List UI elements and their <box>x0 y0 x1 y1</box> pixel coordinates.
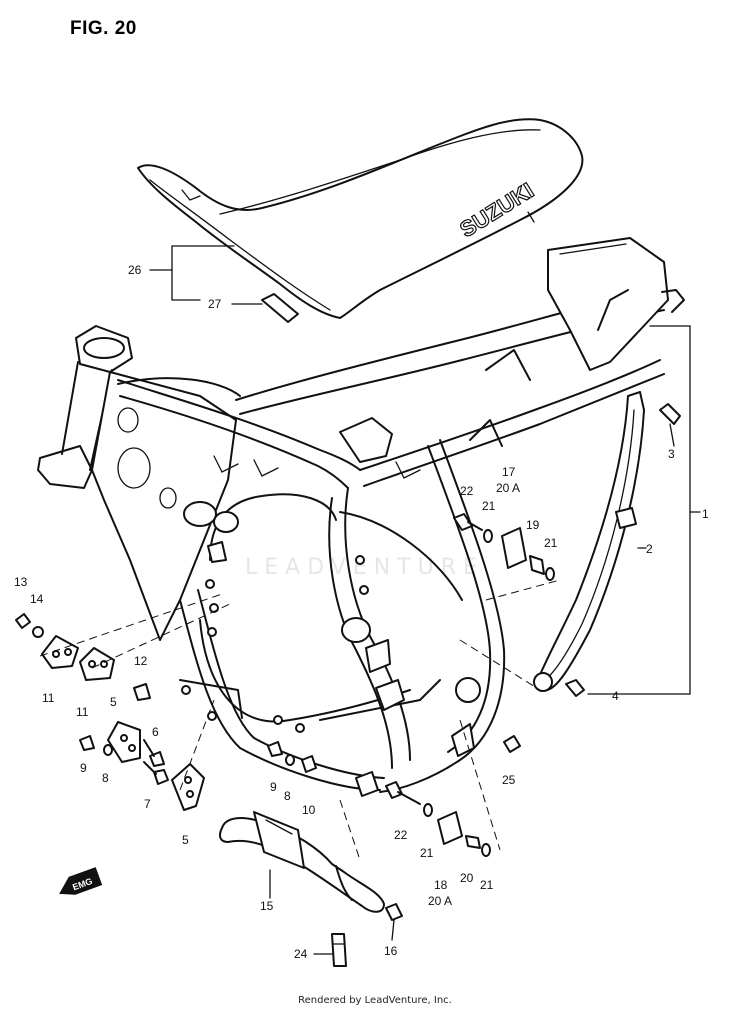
label-11b: 11 <box>76 705 89 719</box>
render-credit: Rendered by LeadVenture, Inc. <box>298 995 452 1006</box>
label-8a: 8 <box>102 771 109 785</box>
fasteners <box>15 293 681 967</box>
skid-plate <box>219 811 385 913</box>
label-22a: 22 <box>460 484 474 498</box>
label-24: 24 <box>294 947 308 961</box>
label-8b: 8 <box>284 789 291 803</box>
label-22b: 22 <box>394 828 408 842</box>
mount-plate-5b <box>171 763 205 811</box>
label-21d: 21 <box>480 878 494 892</box>
label-11a: 11 <box>42 691 55 705</box>
label-20: 20 <box>460 871 474 885</box>
label-21a: 21 <box>482 499 496 513</box>
label-19: 19 <box>526 518 540 532</box>
label-3: 3 <box>668 447 675 461</box>
label-5b: 5 <box>182 833 189 847</box>
label-21b: 21 <box>544 536 558 550</box>
label-14: 14 <box>30 592 44 606</box>
label-17: 17 <box>502 465 516 479</box>
leader-lines <box>39 245 701 955</box>
label-9b: 9 <box>270 780 277 794</box>
mount-plate-11b <box>79 647 115 681</box>
label-5a: 5 <box>110 695 117 709</box>
label-21c: 21 <box>420 846 434 860</box>
mount-plate-5a <box>107 721 141 763</box>
mount-plate-11a <box>41 635 79 669</box>
label-20a-top: 20 A <box>496 481 520 495</box>
main-frame <box>37 237 685 797</box>
label-4: 4 <box>612 689 619 703</box>
figure-title: FIG. 20 <box>70 18 137 39</box>
seat: SUZUKI <box>137 118 584 319</box>
label-26: 26 <box>128 263 142 277</box>
label-20a-bottom: 20 A <box>428 894 452 908</box>
direction-badge: EMG <box>59 867 103 895</box>
label-1: 1 <box>702 507 709 521</box>
part-labels: 1 2 3 4 5 5 6 7 8 8 9 9 10 11 11 12 13 1… <box>14 263 709 961</box>
label-15: 15 <box>260 899 274 913</box>
label-10: 10 <box>302 803 316 817</box>
label-27: 27 <box>208 297 222 311</box>
label-25: 25 <box>502 773 516 787</box>
label-12: 12 <box>134 654 148 668</box>
label-16: 16 <box>384 944 398 958</box>
label-6: 6 <box>152 725 159 739</box>
label-7: 7 <box>144 797 151 811</box>
label-18: 18 <box>434 878 448 892</box>
label-9a: 9 <box>80 761 87 775</box>
label-2: 2 <box>646 542 653 556</box>
side-rail <box>533 391 645 692</box>
label-13: 13 <box>14 575 28 589</box>
